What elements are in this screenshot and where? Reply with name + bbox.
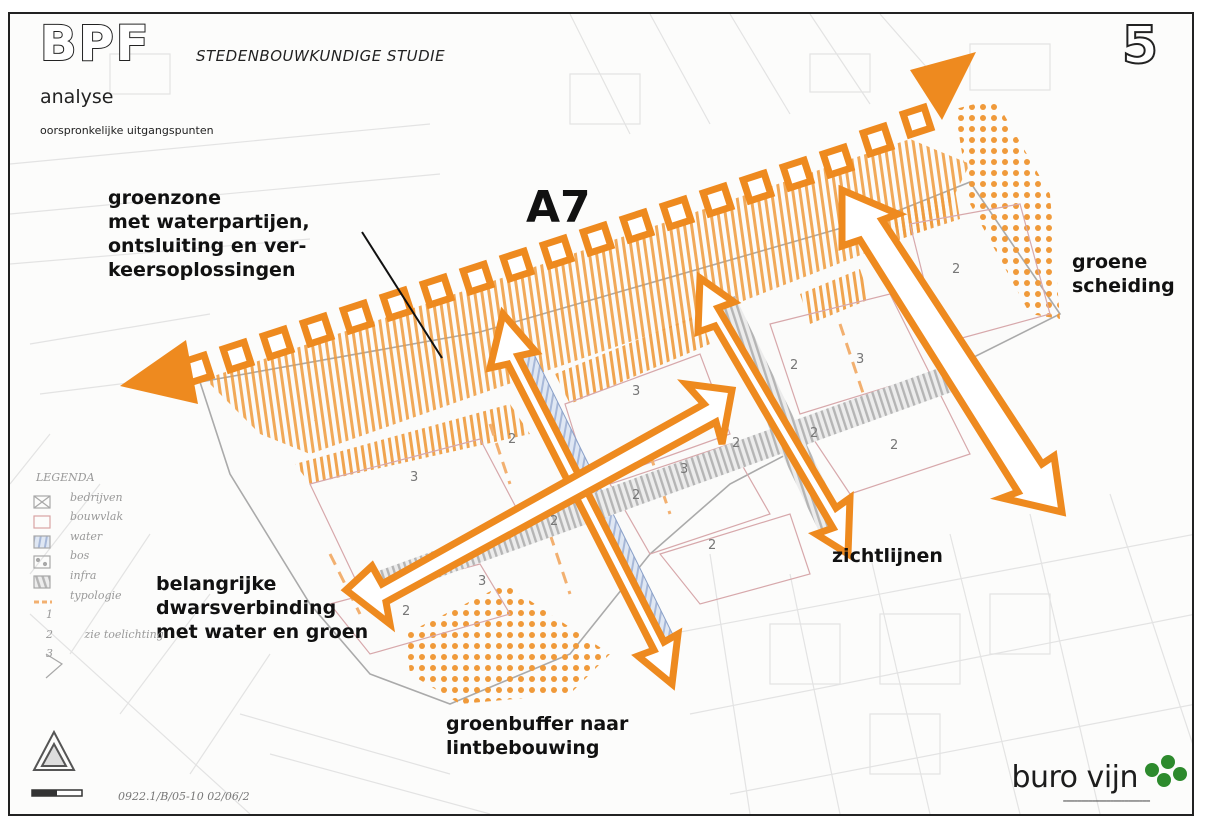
annotation-groenbuffer: groenbuffer naar lintbebouwing [446, 712, 628, 760]
block-number: 3 [478, 574, 487, 589]
brand-name: buro vijn [1011, 760, 1138, 795]
legend-number-with-note: 2 zie toelichting [36, 625, 164, 645]
infra-band-cross [370, 364, 960, 599]
annotation-line: belangrijke [156, 573, 277, 595]
section-subtitle: oorspronkelijke uitgangspunten [40, 124, 214, 137]
annotation-line: groene [1072, 251, 1148, 273]
sightline-arrow-east [838, 184, 1067, 517]
a7-arrow-west [120, 340, 198, 404]
sightline-arrow-water [485, 306, 683, 691]
bpf-logo: BPF [39, 15, 151, 73]
annotation-line: ontsluiting en ver- [108, 235, 307, 257]
sightline-arrow-infra [694, 271, 854, 561]
groenzone-hatch [205, 139, 970, 454]
block-number: 2 [890, 438, 899, 453]
legend-note: zie toelichting [84, 627, 164, 641]
road-label-a7: A7 [526, 182, 591, 233]
annotation-line: dwarsverbinding [156, 597, 337, 619]
groenzone-leader-line [361, 231, 443, 359]
annotation-line: scheiding [1072, 275, 1175, 297]
block-number: 2 [402, 604, 411, 619]
annotation-groene-scheiding: groene scheiding [1072, 250, 1175, 298]
legend: LEGENDA bedrijven bouwvlak water bos inf… [36, 468, 164, 664]
urban-plan-map [10, 14, 1192, 814]
block-number: 2 [790, 358, 799, 373]
annotation-dwarsverbinding: belangrijke dwarsverbinding met water en… [156, 572, 368, 644]
study-title: STEDENBOUWKUNDIGE STUDIE [196, 47, 446, 65]
annotation-line: groenzone [108, 187, 221, 209]
block-number: 3 [632, 384, 641, 399]
block-number: 3 [410, 470, 419, 485]
groenzone-hatch-mid [555, 314, 710, 404]
legend-number: 2 [46, 627, 53, 641]
annotation-line: met water en groen [156, 621, 369, 643]
legend-number: 1 [46, 608, 53, 622]
sightline-arrows [340, 184, 1067, 691]
annotation-zichtlijnen: zichtlijnen [832, 544, 943, 568]
legend-title: LEGENDA [36, 471, 95, 484]
block-number: 2 [708, 538, 717, 553]
block-number: 2 [632, 488, 641, 503]
block-number: 2 [952, 262, 961, 277]
figure-frame: BPF STEDENBOUWKUNDIGE STUDIE 5 analyse o… [8, 12, 1194, 816]
background-street-grid [10, 14, 1192, 814]
block-number: 3 [680, 462, 689, 477]
annotation-line: met waterpartijen, [108, 211, 310, 233]
legend-item: water [70, 529, 103, 543]
north-arrow-icon [32, 729, 76, 771]
block-number: 2 [508, 432, 517, 447]
annotation-line: keersoplossingen [108, 259, 296, 281]
a7-arrow-east [910, 52, 976, 120]
groene-scheiding-area [955, 99, 1060, 319]
legend-item: bedrijven [70, 490, 123, 504]
block-number: 3 [856, 352, 865, 367]
section-title: analyse [40, 86, 114, 108]
dwarsverbinding-arrow [340, 379, 737, 633]
annotation-groenzone: groenzone met waterpartijen, ontsluiting… [108, 186, 310, 282]
legend-number: 3 [46, 647, 53, 661]
scale-bar-icon [31, 789, 83, 797]
annotation-line: groenbuffer naar [446, 713, 629, 735]
drawing-number: 0922.1/B/05-10 02/06/2 [118, 790, 250, 803]
legend-item: bos [70, 549, 90, 563]
buro-vijn-logo-icon [1145, 755, 1187, 787]
block-number: 2 [550, 514, 559, 529]
legend-symbols [33, 495, 64, 679]
legend-item: typologie [70, 588, 122, 602]
annotation-line: zichtlijnen [832, 545, 943, 567]
page-number: 5 [1121, 15, 1159, 77]
groenzone-hatch-lower [295, 404, 530, 484]
brand-tagline-mark: ━━━━━━━━━━━━━━━━━━━━━━━━ [1063, 798, 1150, 805]
groenbuffer-area [405, 584, 610, 704]
legend-item: bouwvlak [70, 510, 124, 524]
block-number: 2 [732, 436, 741, 451]
block-number: 2 [810, 426, 819, 441]
annotation-line: lintbebouwing [446, 737, 600, 759]
legend-item: infra [70, 568, 97, 582]
